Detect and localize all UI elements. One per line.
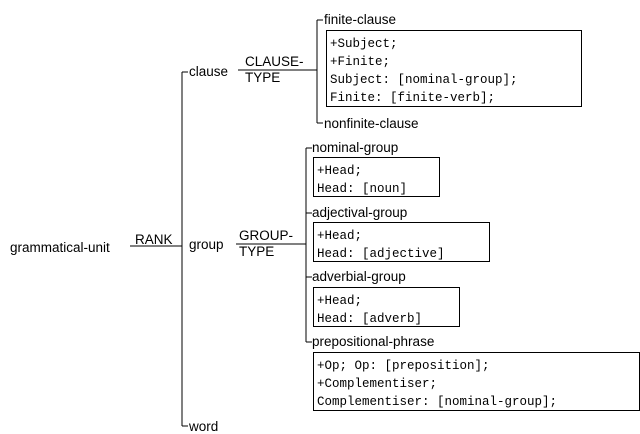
adverbial-group-realization-box: +Head; Head: [adverb] bbox=[313, 287, 460, 327]
clause-option: clause bbox=[189, 64, 229, 79]
finite-clause-option: finite-clause bbox=[324, 12, 397, 27]
realization-line: +Head; bbox=[317, 294, 363, 308]
realization-line: Complementiser: [nominal-group]; bbox=[317, 395, 558, 409]
realization-line: +Head; bbox=[317, 164, 363, 178]
group-option: group bbox=[189, 237, 224, 252]
realization-line: +Subject; bbox=[330, 37, 398, 51]
root-label: grammatical-unit bbox=[10, 240, 110, 255]
realization-line: +Op; Op: [preposition]; bbox=[317, 359, 490, 373]
group-type-system-label-line2: TYPE bbox=[239, 244, 275, 259]
finite-clause-realization-box: +Subject; +Finite; Subject: [nominal-gro… bbox=[326, 30, 582, 107]
realization-line: +Finite; bbox=[330, 55, 391, 69]
realization-line: Finite: [finite-verb]; bbox=[330, 91, 496, 105]
nominal-group-realization-box: +Head; Head: [noun] bbox=[313, 157, 440, 197]
realization-line: Head: [noun] bbox=[317, 182, 408, 196]
adjectival-group-realization-box: +Head; Head: [adjective] bbox=[313, 222, 490, 262]
nonfinite-clause-option: nonfinite-clause bbox=[324, 116, 419, 131]
realization-line: Head: [adverb] bbox=[317, 312, 423, 326]
adjectival-group-option: adjectival-group bbox=[312, 205, 408, 220]
clause-type-system-label: CLAUSE- bbox=[245, 54, 304, 69]
adverbial-group-option: adverbial-group bbox=[312, 269, 406, 284]
realization-line: Subject: [nominal-group]; bbox=[330, 73, 518, 87]
prepositional-phrase-realization-box: +Op; Op: [preposition]; +Complementiser;… bbox=[313, 352, 640, 411]
nominal-group-option: nominal-group bbox=[312, 140, 399, 155]
prepositional-phrase-option: prepositional-phrase bbox=[312, 334, 435, 349]
rank-system-label: RANK bbox=[135, 232, 173, 247]
realization-line: Head: [adjective] bbox=[317, 247, 445, 261]
group-type-system-label: GROUP- bbox=[239, 228, 293, 243]
clause-type-system-label-line2: TYPE bbox=[245, 70, 281, 85]
realization-line: +Head; bbox=[317, 229, 363, 243]
word-option: word bbox=[189, 419, 219, 434]
realization-line: +Complementiser; bbox=[317, 377, 438, 391]
